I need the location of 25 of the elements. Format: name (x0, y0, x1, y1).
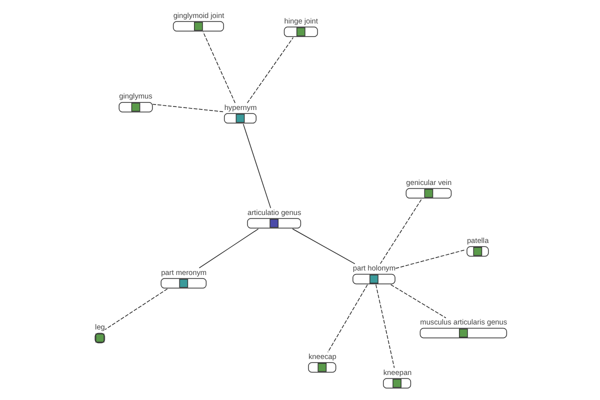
connector (375, 284, 394, 368)
node-label: genicular vein (406, 178, 452, 187)
connector (292, 228, 355, 264)
connector (202, 32, 235, 104)
connector (242, 124, 271, 208)
node-label: hinge joint (284, 16, 318, 26)
connector (246, 37, 294, 104)
node-label: part holonym (352, 264, 396, 273)
node-label: ginglymoid joint (172, 10, 224, 20)
connector (394, 249, 466, 269)
node-label: musculus articularis genus (420, 318, 507, 327)
node-label: ginglymus (118, 92, 152, 101)
node-label: leg (94, 322, 104, 332)
node-label: part meronym (160, 268, 206, 277)
connector (390, 284, 446, 318)
node-label: hypernym (224, 102, 256, 112)
connector (104, 288, 168, 330)
connector (327, 284, 368, 352)
connector (198, 228, 258, 268)
node-label: kneepan (382, 368, 412, 377)
connector (152, 104, 223, 112)
connector (379, 198, 422, 264)
node-label: articulatio genus (246, 208, 301, 217)
node-label: kneecap (308, 352, 336, 361)
node-label: patella (466, 236, 488, 245)
